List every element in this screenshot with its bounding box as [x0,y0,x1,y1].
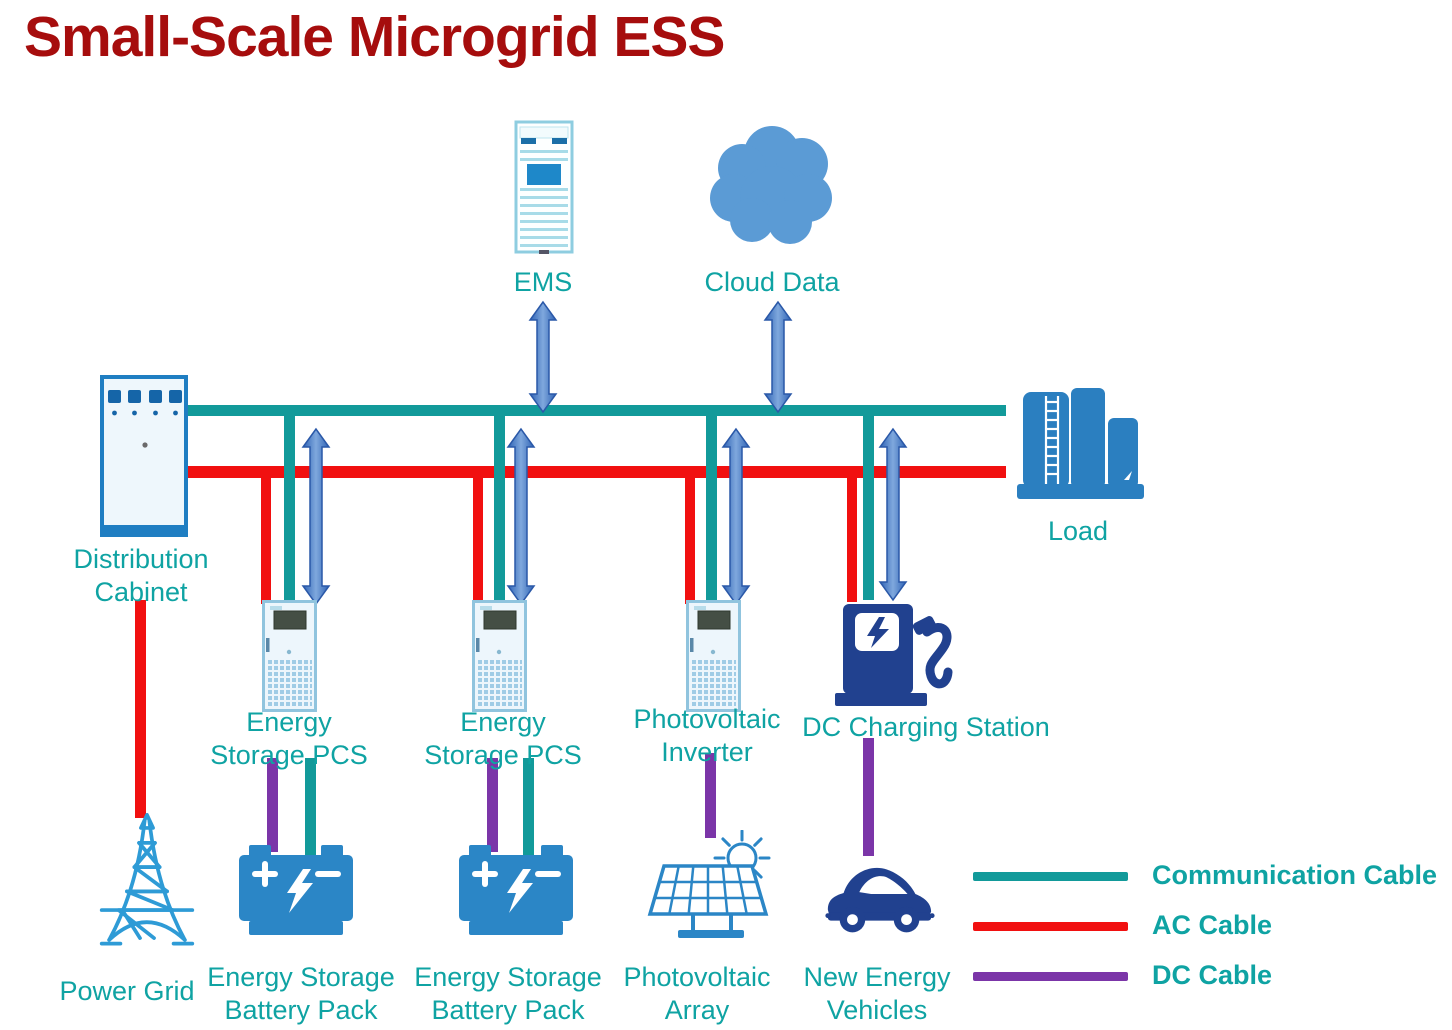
cloud-icon [706,118,838,252]
comm-drop-charger [863,414,874,600]
label-ems: EMS [513,267,573,297]
ac-drop-pv-inverter [685,477,695,604]
ac-drop-charger [847,477,857,602]
factory-buildings-icon [1015,372,1147,508]
label-battery-pack-2: Energy Storage Battery Pack [414,962,602,1025]
page-title: Small-Scale Microgrid ESS [24,5,725,69]
label-battery-pack-1: Energy Storage Battery Pack [207,962,395,1025]
legend-swatch-ac [973,922,1128,931]
dc-line-charger-vehicle [863,738,874,856]
label-load: Load [1047,516,1109,546]
label-cloud-data: Cloud Data [704,267,840,297]
transmission-tower-icon [98,813,196,953]
ac-bus-line [186,466,1006,478]
legend-label-ac: AC Cable [1152,910,1273,940]
comm-drop-pv-inverter [706,414,717,602]
ac-drop-pcs2 [473,477,483,604]
data-arrow-charger [878,427,908,602]
label-photovoltaic-inverter: Photovoltaic Inverter [633,704,781,767]
comm-drop-pcs1 [284,414,295,602]
communication-bus-line [186,405,1006,416]
electric-car-icon [820,850,938,942]
distribution-cabinet-icon [100,375,188,537]
dc-line-pcs2-battery2 [487,758,498,852]
solar-panel-sun-icon [638,830,785,944]
ac-drop-pcs1 [261,477,271,604]
label-new-energy-vehicles: New Energy Vehicles [803,962,951,1025]
label-energy-storage-pcs-1: Energy Storage PCS [210,707,368,770]
ac-line-cabinet-to-grid [135,600,146,818]
label-power-grid: Power Grid [59,976,195,1006]
dc-line-pcs1-battery1 [267,758,278,852]
data-arrow-ems [528,300,558,414]
label-energy-storage-pcs-2: Energy Storage PCS [424,707,582,770]
ev-charger-icon [833,596,955,708]
legend-swatch-dc [973,972,1128,981]
label-dc-charging-station: DC Charging Station [802,712,1050,742]
data-arrow-pcs2 [506,427,536,606]
legend-swatch-communication [973,872,1128,881]
legend-label-dc: DC Cable [1152,960,1273,990]
comm-line-pcs1-battery1 [305,758,316,863]
pcs-cabinet-icon [262,600,317,712]
comm-line-pcs2-battery2 [523,758,534,863]
data-arrow-cloud [763,300,793,414]
data-arrow-pcs1 [301,427,331,606]
comm-drop-pcs2 [494,414,505,602]
pcs-cabinet-icon [472,600,527,712]
pcs-cabinet-icon [686,600,741,712]
legend-label-communication: Communication Cable [1152,860,1438,890]
server-rack-icon [514,120,574,255]
label-distribution-cabinet: Distribution Cabinet [73,544,209,607]
dc-line-inverter-array [705,753,716,838]
data-arrow-pv-inverter [721,427,751,606]
battery-icon [457,843,575,938]
label-photovoltaic-array: Photovoltaic Array [623,962,771,1025]
battery-icon [237,843,355,938]
